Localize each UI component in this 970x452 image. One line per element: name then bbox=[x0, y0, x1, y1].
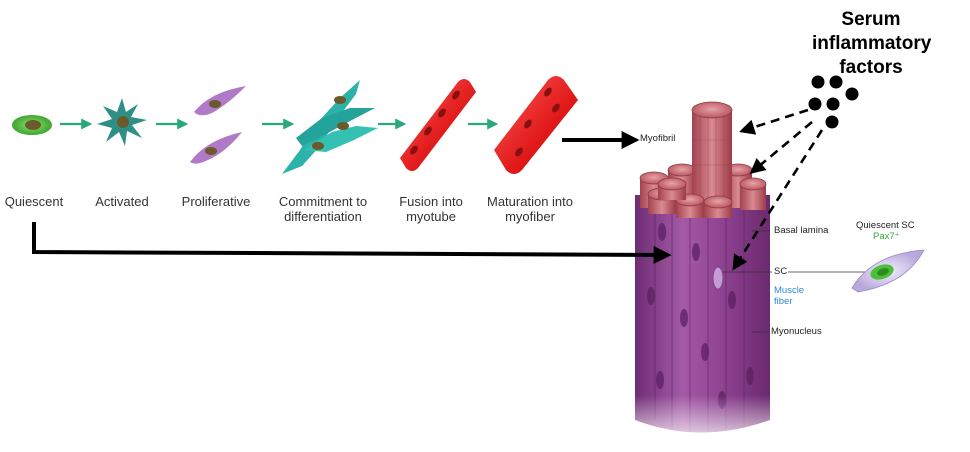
dashed-arrow-to-myofibril bbox=[739, 108, 809, 135]
solid-arrows bbox=[32, 131, 672, 264]
quiescent-sc-label: Quiescent SC bbox=[856, 220, 915, 231]
basal-lamina-label: Basal lamina bbox=[774, 225, 829, 236]
leader-lines bbox=[723, 230, 868, 333]
serum-factors-label: Serum inflammatory factors bbox=[812, 9, 932, 78]
stage-label-activated: Activated bbox=[95, 194, 149, 209]
quiescent-cell-icon bbox=[12, 115, 52, 135]
activated-cell-icon bbox=[97, 98, 147, 146]
stage-label-maturation: Maturation into myofiber bbox=[487, 194, 573, 224]
factor-dot bbox=[811, 75, 825, 89]
factor-dot bbox=[845, 87, 859, 101]
factor-dot bbox=[826, 97, 840, 111]
myofiber-icon bbox=[494, 76, 578, 174]
myotube-icon bbox=[400, 79, 476, 171]
muscle-fiber-label: Muscle fiber bbox=[774, 285, 805, 307]
quiescent-sc-cell-icon bbox=[851, 249, 925, 293]
muscle-fiber-bundle bbox=[630, 195, 775, 452]
sc-label: SC bbox=[774, 266, 788, 277]
pax7-label: Pax7⁺ bbox=[873, 231, 900, 242]
factor-dot bbox=[808, 97, 822, 111]
committed-cells-icon bbox=[282, 80, 378, 174]
stage-label-commitment: Commitment to differentiation bbox=[278, 194, 368, 224]
myofibril-label: Myofibril bbox=[640, 133, 676, 144]
myofibril-bundle bbox=[639, 101, 767, 218]
serum-factor-dots bbox=[808, 75, 859, 129]
factor-dot bbox=[825, 115, 839, 129]
satellite-cell-on-fiber bbox=[712, 266, 724, 290]
dashed-arrows bbox=[732, 108, 824, 271]
stage-label-quiescent: Quiescent bbox=[4, 194, 64, 209]
dashed-arrow-to-sc bbox=[732, 129, 824, 271]
stage-label-fusion: Fusion into myotube bbox=[399, 194, 463, 224]
myonucleus-label: Myonucleus bbox=[771, 326, 822, 337]
proliferative-cells-icon bbox=[190, 86, 246, 164]
arrow-quiescent-to-sc bbox=[32, 222, 672, 264]
dashed-arrow-to-fibril-bundle bbox=[749, 121, 813, 174]
stage-label-proliferative: Proliferative bbox=[181, 194, 251, 209]
factor-dot bbox=[829, 75, 843, 89]
